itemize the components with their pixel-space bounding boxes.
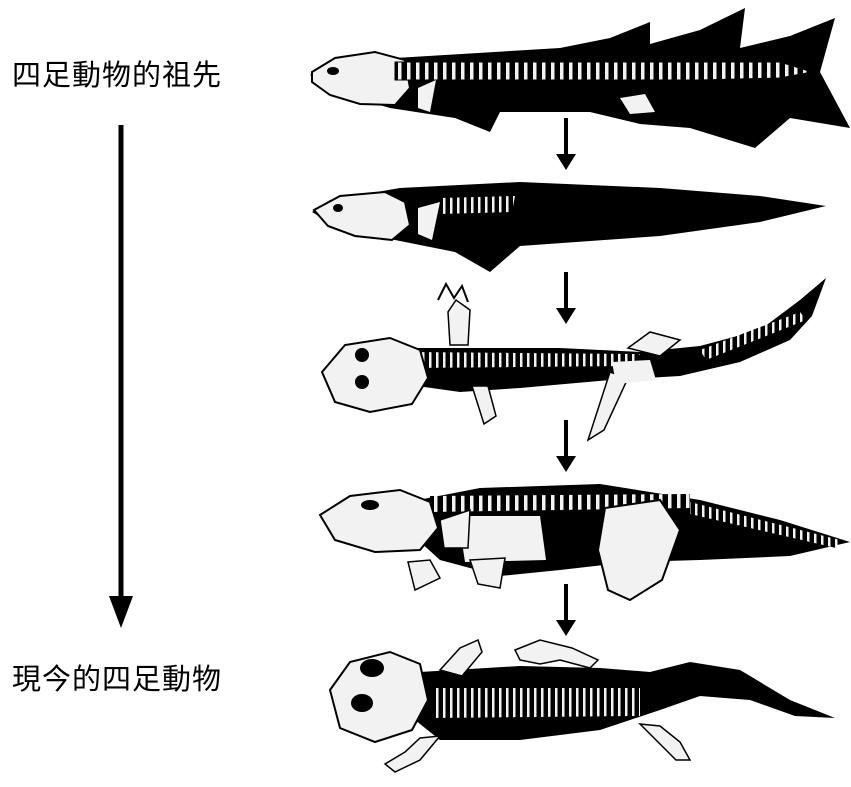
transitional-fish-icon	[312, 182, 826, 272]
stage-arrow-4	[556, 584, 576, 636]
timeline-arrow	[109, 125, 133, 628]
stage-arrow-2	[556, 272, 576, 324]
lobe-finned-fish-icon	[310, 8, 850, 148]
early-amphibian-icon	[320, 484, 850, 600]
stage-arrow-3	[556, 420, 576, 472]
early-tetrapod-fishapod-icon	[322, 278, 826, 440]
salamander-icon	[330, 640, 835, 772]
stage-arrow-1	[556, 118, 576, 170]
